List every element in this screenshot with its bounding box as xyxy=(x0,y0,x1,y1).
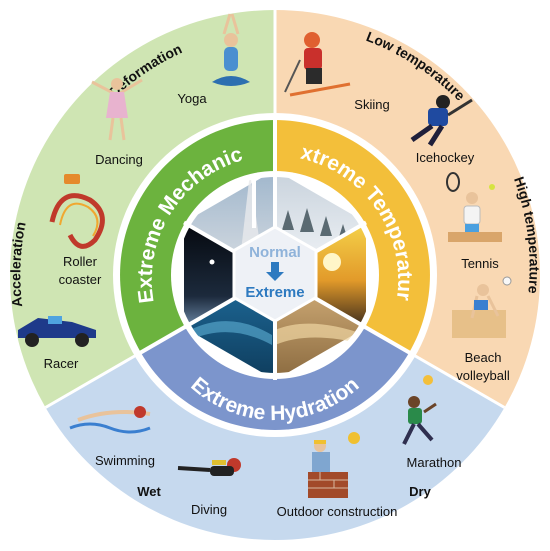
skiing-label: Skiing xyxy=(354,97,389,112)
dry-label: Dry xyxy=(409,484,431,499)
swimming-label: Swimming xyxy=(95,453,155,468)
marathon-label: Marathon xyxy=(407,455,462,470)
tennis-player-icon xyxy=(446,172,502,242)
beach-volleyball-player-icon xyxy=(452,276,512,338)
center-normal-label: Normal xyxy=(249,244,301,261)
roller-coaster-label-line1: Roller xyxy=(63,254,98,269)
swimmer-figure-icon xyxy=(69,406,151,434)
down-arrow-icon xyxy=(266,262,284,281)
beach-volleyball-label-line1: Beach xyxy=(465,350,502,365)
dancing-label: Dancing xyxy=(95,152,143,167)
roller-coaster-icon xyxy=(49,174,105,249)
yoga-label: Yoga xyxy=(177,91,207,106)
marathon-runner-icon xyxy=(402,375,437,445)
skier-figure-icon xyxy=(284,32,351,97)
tennis-label: Tennis xyxy=(461,256,499,271)
acceleration-label: Acceleration xyxy=(7,220,28,308)
center-extreme-label: Extreme xyxy=(245,284,304,301)
race-car-icon xyxy=(18,316,96,347)
diving-label: Diving xyxy=(191,502,227,517)
outdoor-construction-label: Outdoor construction xyxy=(277,504,398,519)
beach-volleyball-label-line2: volleyball xyxy=(456,368,510,383)
diver-figure-icon xyxy=(177,458,241,476)
dancer-figure-icon xyxy=(91,78,143,141)
wet-label: Wet xyxy=(137,484,161,499)
roller-coaster-label-line2: coaster xyxy=(59,272,102,287)
ice-hockey-player-icon xyxy=(410,95,473,147)
construction-worker-icon xyxy=(308,432,360,498)
yoga-figure-icon xyxy=(212,13,250,86)
racer-label: Racer xyxy=(44,356,79,371)
space-photo xyxy=(184,222,275,328)
icehockey-label: Icehockey xyxy=(416,150,475,165)
sunset-photo xyxy=(275,222,366,328)
